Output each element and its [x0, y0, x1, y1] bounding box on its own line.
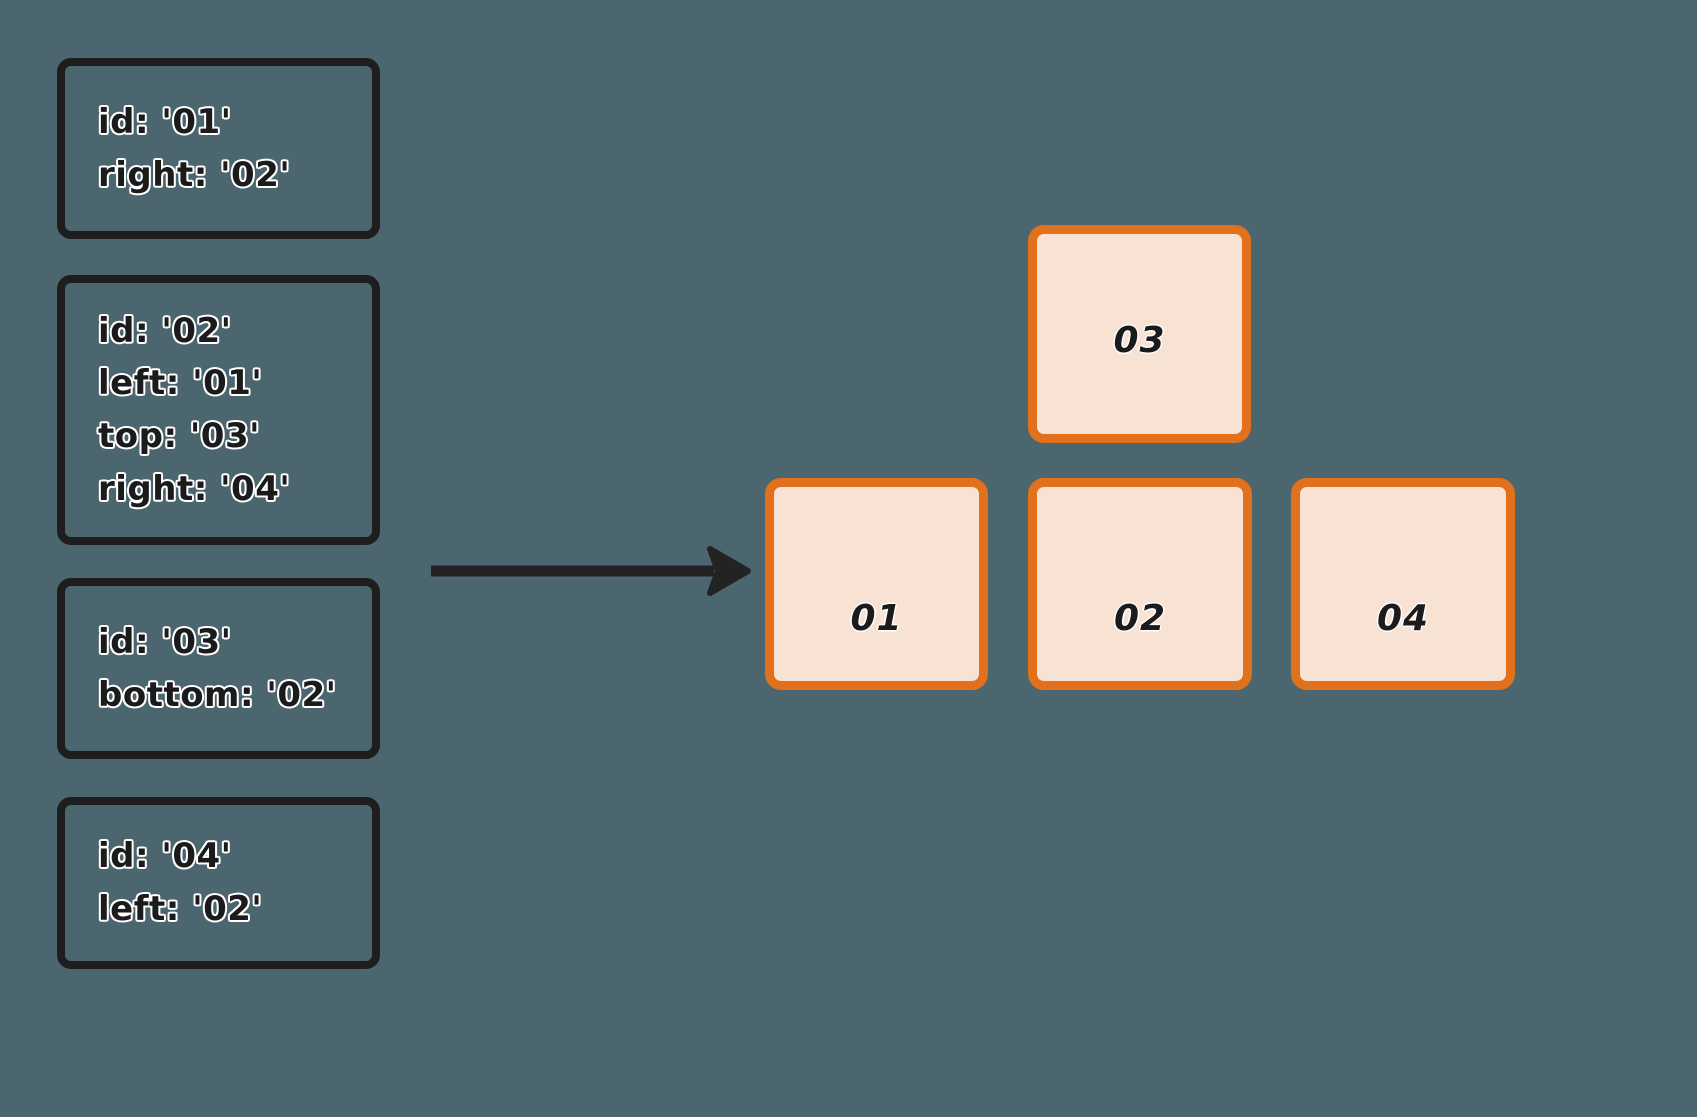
spec-card-02: id: '02' left: '01' top: '03' right: '04… — [57, 275, 380, 545]
layout-tile-01: 01 — [765, 478, 988, 690]
layout-tile-04-label: 04 — [1376, 597, 1430, 639]
spec-card-03-line-1: id: '03' — [98, 621, 232, 662]
spec-card-02-line-1: id: '02' — [98, 310, 232, 351]
spec-card-04-line-1: id: '04' — [98, 836, 232, 877]
layout-tile-01-label: 01 — [850, 597, 903, 639]
spec-card-01: id: '01' right: '02' — [57, 58, 380, 239]
layout-tile-02: 02 — [1028, 478, 1252, 690]
spec-card-02-line-4: right: '04' — [98, 468, 291, 509]
arrow-right-icon — [431, 546, 751, 596]
layout-tile-04: 04 — [1291, 478, 1515, 690]
spec-card-01-line-2: right: '02' — [98, 154, 291, 195]
layout-tile-02-label: 02 — [1113, 597, 1167, 639]
spec-card-04: id: '04' left: '02' — [57, 797, 380, 969]
layout-tile-03: 03 — [1028, 225, 1251, 443]
spec-card-03: id: '03' bottom: '02' — [57, 578, 380, 759]
layout-tile-03-label: 03 — [1113, 319, 1166, 361]
spec-card-01-line-1: id: '01' — [98, 101, 232, 142]
spec-card-02-line-2: left: '01' — [98, 363, 263, 404]
spec-card-02-line-3: top: '03' — [98, 416, 261, 456]
spec-card-04-line-2: left: '02' — [98, 889, 263, 929]
spec-card-03-line-2: bottom: '02' — [98, 674, 337, 715]
